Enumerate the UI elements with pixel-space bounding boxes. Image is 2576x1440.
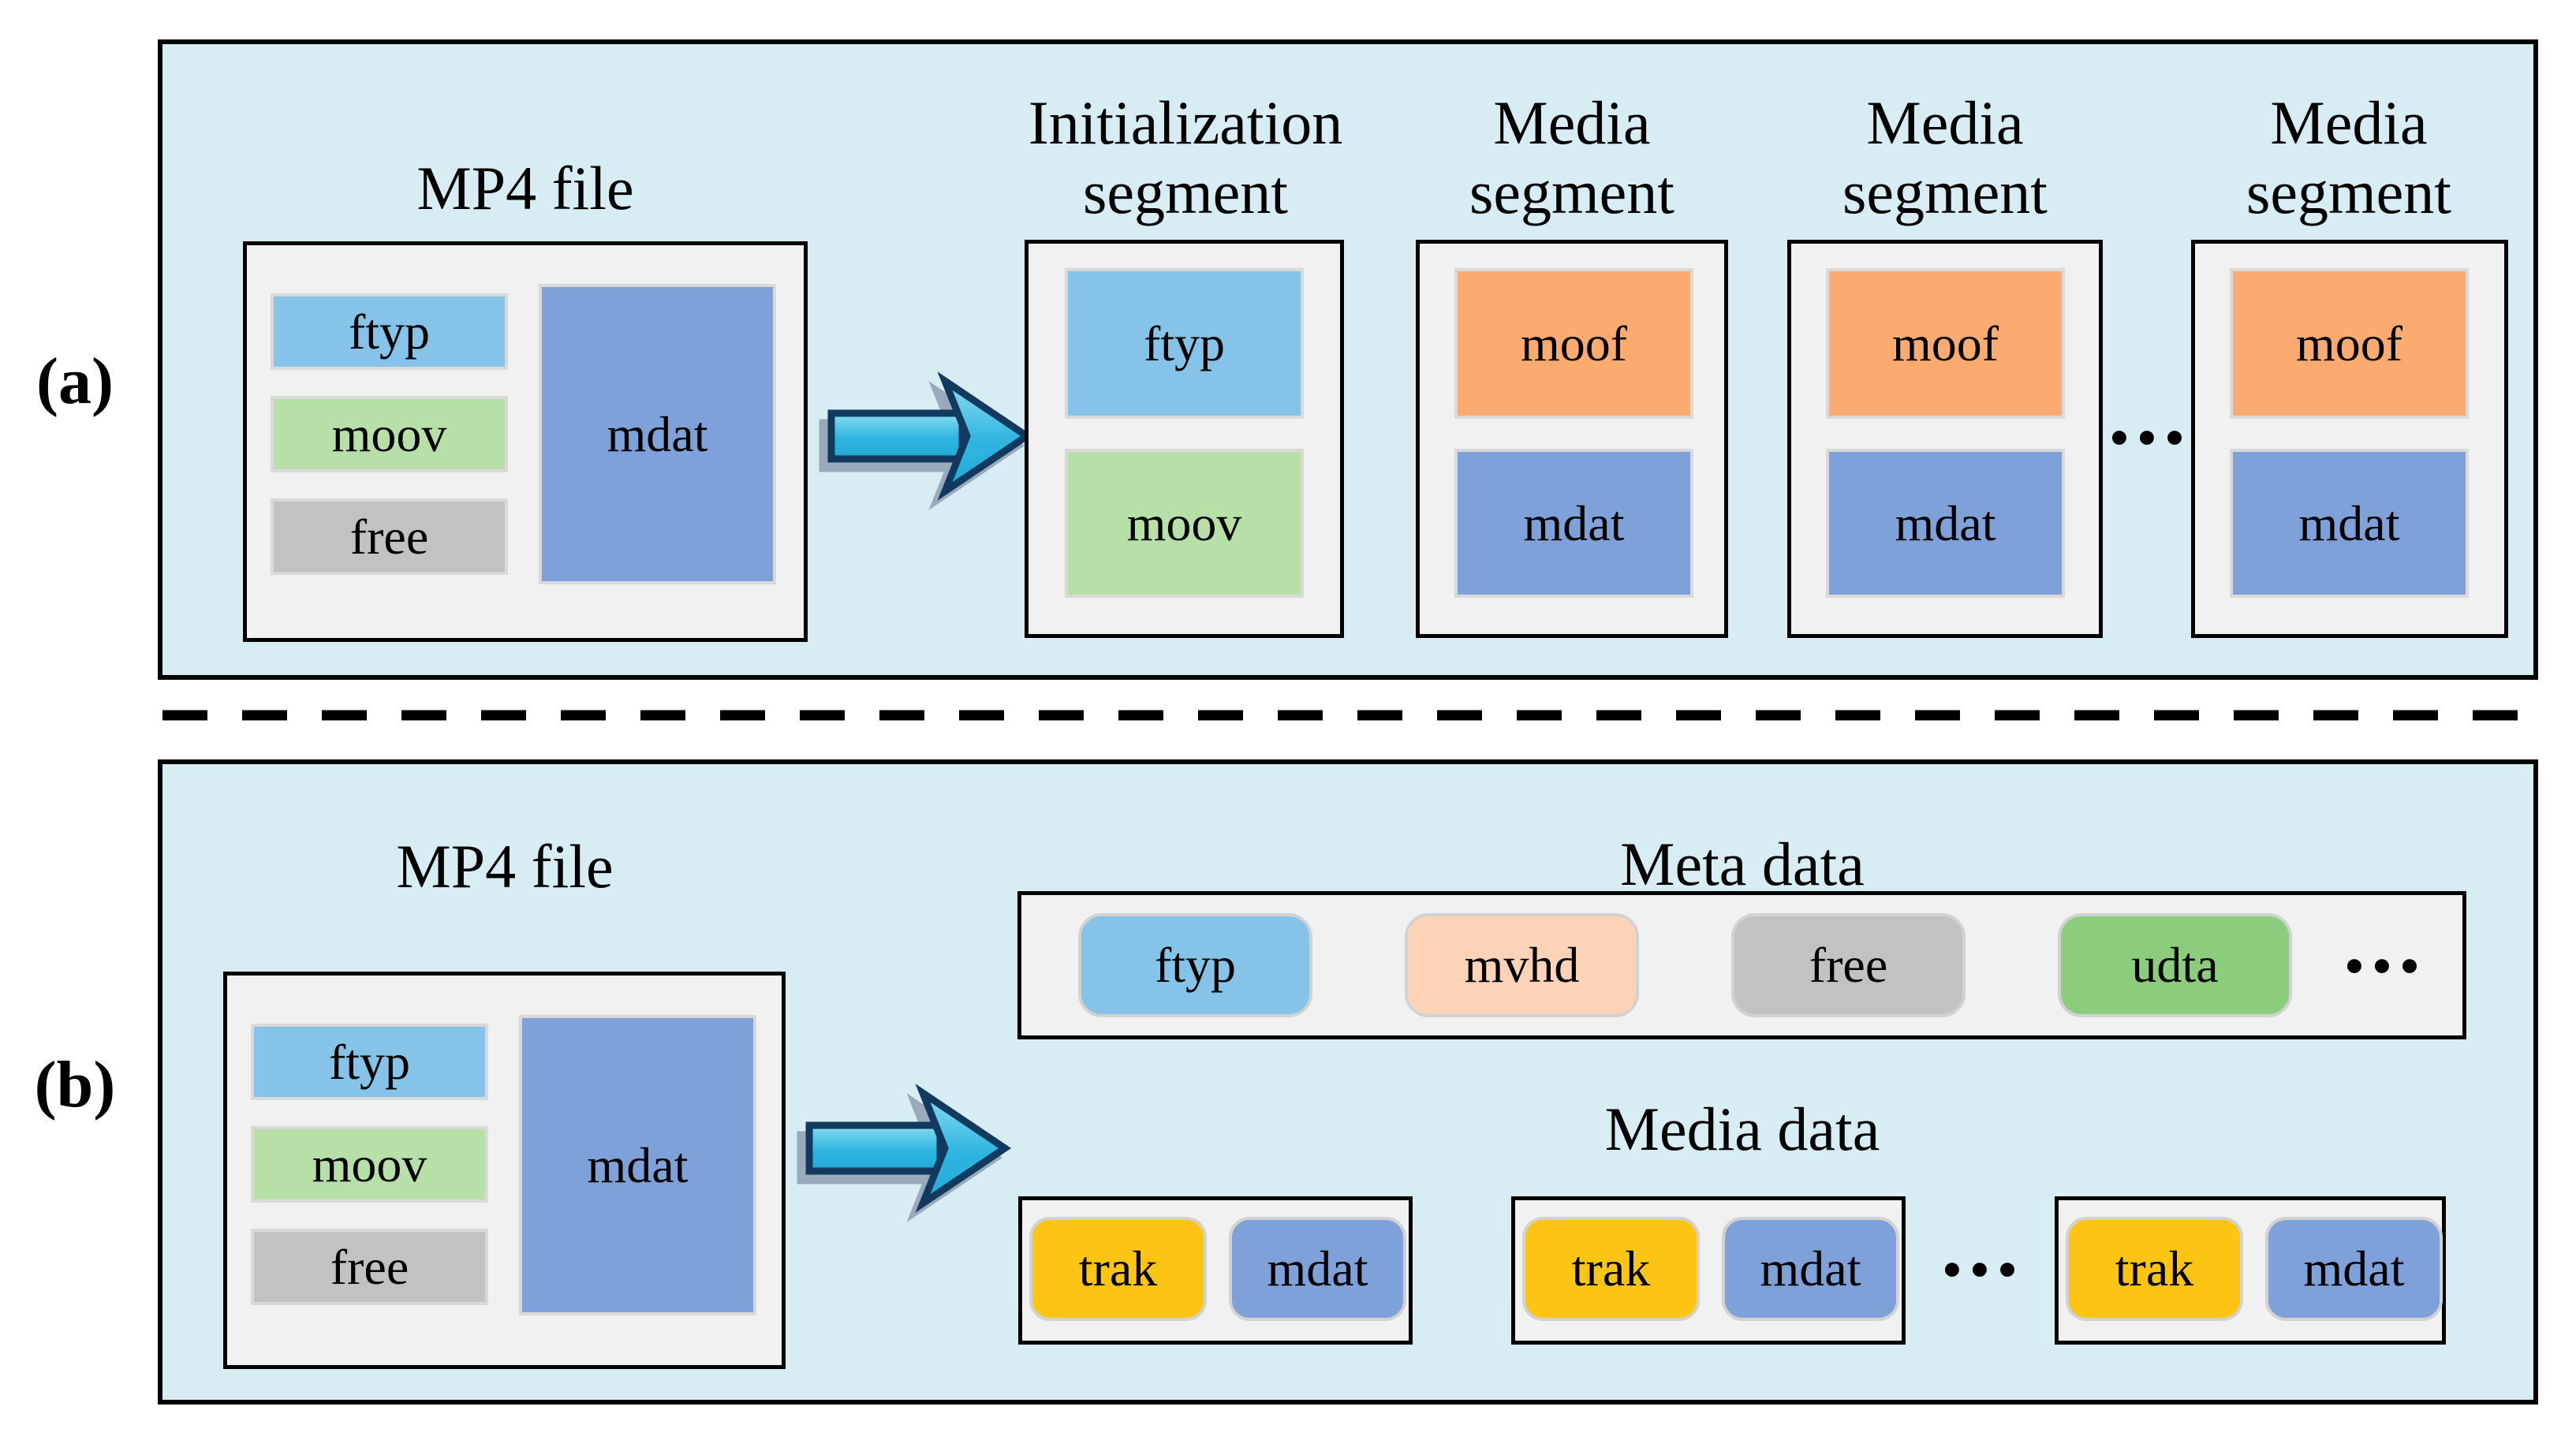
meta-chip-mvhd: mvhd [1405,913,1639,1017]
moof-label: moof [1520,315,1628,371]
mdat-label: mdat [1523,494,1625,551]
init-moov-box: moov [1065,449,1304,598]
mdat-box-b: mdat [519,1015,756,1315]
trak-label: trak [2115,1240,2194,1296]
dashed-divider [162,710,2537,721]
mdat-label: mdat [2303,1240,2405,1296]
mdat-box-2: mdat [1826,449,2065,598]
free-label: free [330,1238,409,1295]
media-segment-title-line2: segment [1469,158,1674,226]
init-segment-title: Initialization segment [1029,88,1343,227]
panel-a-label: (a) [36,344,114,418]
ftyp-label: ftyp [328,1033,411,1090]
mp4-file-title-a: MP4 file [416,154,634,222]
mdat-label: mdat [1895,494,1996,551]
ellipsis-media-segments: ••• [2110,409,2193,467]
mdat-chip-3: mdat [2265,1217,2443,1321]
media-segment-title-line2: segment [2246,158,2451,226]
panel-b-label: (b) [34,1047,116,1121]
moov-box-a: moov [271,396,508,472]
media-segment-title-line1: Media [2270,88,2428,157]
init-ftyp-box: ftyp [1065,268,1304,419]
mp4-file-title-b: MP4 file [396,832,614,901]
trak-chip-2: trak [1522,1217,1700,1321]
ftyp-box-a: ftyp [271,293,508,370]
mdat-box-a: mdat [539,284,776,584]
media-data-title: Media data [1604,1095,1880,1163]
mdat-label: mdat [587,1136,689,1193]
trak-label: trak [1078,1240,1158,1296]
moof-box-1: moof [1454,268,1693,419]
mdat-chip-2: mdat [1722,1217,1899,1321]
mvhd-label: mvhd [1464,937,1580,993]
media-segment-title-line2: segment [1842,158,2048,226]
mdat-chip-1: mdat [1229,1217,1406,1321]
media-segment-title-2: Media segment [1787,88,2103,227]
meta-data-title: Meta data [1620,830,1865,898]
ftyp-box-b: ftyp [251,1024,488,1100]
moov-box-b: moov [251,1126,488,1203]
ftyp-label: ftyp [1143,315,1226,371]
media-segment-title-3: Media segment [2191,88,2507,227]
transform-arrow-icon [797,1084,1012,1222]
media-segment-title-1: Media segment [1414,88,1730,227]
trak-chip-3: trak [2066,1217,2243,1321]
free-label: free [349,508,429,565]
mdat-box-3: mdat [2230,449,2469,598]
mdat-label: mdat [1267,1240,1368,1296]
free-box-a: free [271,498,508,575]
moof-label: moof [2295,315,2403,371]
media-segment-title-line1: Media [1493,88,1651,157]
init-segment-title-line2: segment [1083,158,1288,226]
media-segment-title-line1: Media [1866,88,2024,157]
moov-label: moov [1126,494,1242,551]
meta-chip-free: free [1731,913,1966,1017]
ftyp-label: ftyp [1154,937,1237,993]
mdat-box-1: mdat [1454,449,1693,598]
moov-label: moov [331,405,447,462]
meta-chip-udta: udta [2058,913,2292,1017]
free-box-b: free [251,1229,488,1305]
mdat-label: mdat [2298,494,2400,551]
trak-label: trak [1571,1240,1651,1296]
free-label: free [1809,937,1888,993]
meta-chip-ftyp: ftyp [1078,913,1312,1017]
ftyp-label: ftyp [348,303,431,360]
ellipsis-meta-data: ••• [2345,938,2429,995]
transform-arrow-icon [819,371,1034,510]
init-segment-title-line1: Initialization [1028,88,1343,157]
moof-box-2: moof [1826,268,2065,419]
ellipsis-media-data: ••• [1943,1241,2026,1299]
trak-chip-1: trak [1029,1217,1207,1321]
mdat-label: mdat [607,405,708,462]
moof-label: moof [1891,315,1999,371]
mdat-label: mdat [1760,1240,1861,1296]
moov-label: moov [312,1136,427,1192]
udta-label: udta [2131,937,2219,993]
moof-box-3: moof [2230,268,2469,419]
